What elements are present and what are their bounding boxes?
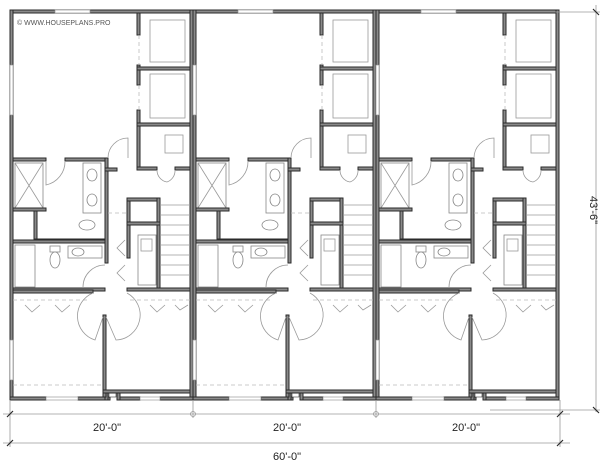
- dimension-lines: [3, 5, 600, 447]
- unit-3-width-dimension: 20'-0": [452, 422, 480, 434]
- depth-dimension: 43'-6": [587, 196, 599, 224]
- unit-1-width-dimension: 20'-0": [93, 422, 121, 434]
- townhouse-unit-3: [375, 9, 560, 401]
- unit-2-width-dimension: 20'-0": [273, 422, 301, 434]
- townhouse-unit-2: [192, 9, 377, 401]
- watermark: © WWW.HOUSEPLANS.PRO: [17, 19, 111, 27]
- townhouse-unit-1: [9, 9, 194, 401]
- total-width-dimension: 60'-0": [273, 451, 301, 463]
